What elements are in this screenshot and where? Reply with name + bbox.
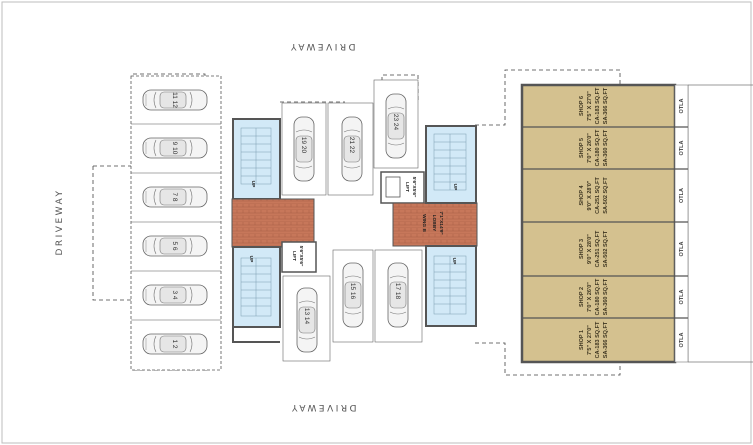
shop-saleable-area: SA-502 SQ.FT	[603, 230, 609, 267]
parking-number-17-18: 17 18	[394, 283, 401, 300]
wing-label: WING B	[421, 214, 427, 232]
shop-name: SHOP 2	[579, 287, 585, 307]
otla-label: OTLA	[679, 289, 685, 304]
shop-size: 7'0" X 26'0"	[587, 133, 593, 163]
shop-name: SHOP 5	[579, 138, 585, 158]
parking-number-1-2: 1 2	[171, 339, 178, 348]
otla-label: OTLA	[679, 241, 685, 256]
stair-up-label-3: UP	[452, 184, 458, 191]
lift-left-label: LIFT	[291, 251, 297, 261]
shop-size: 7'5" X 27'0"	[587, 91, 593, 121]
bottom-parking: 13 14 15 16 17 18	[282, 249, 423, 362]
otla-label: OTLA	[679, 332, 685, 347]
shop-carpet-area: CA-183 SQ.FT	[595, 321, 601, 358]
lobby-size: 7'1"X14'9"	[438, 211, 444, 234]
left-parking: 11 12 9 10 7 8 5 6 3 4 1 2	[130, 75, 222, 371]
shop-carpet-area: CA-183 SQ.FT	[595, 87, 601, 124]
parking-number-23-24: 23 24	[392, 114, 399, 131]
parking-number-15-16: 15 16	[349, 283, 356, 300]
driveway-label-top: DRIVEWAY	[288, 41, 355, 51]
shop-carpet-area: CA-251 SQ.FT	[595, 230, 601, 267]
shop-carpet-area: CA-180 SQ.FT	[595, 278, 601, 315]
parking-number-3-4: 3 4	[171, 290, 178, 299]
shop-saleable-area: SA-366 SQ.FT	[603, 321, 609, 358]
stair-up-label-4: UP	[451, 258, 457, 265]
shop-name: SHOP 4	[579, 185, 585, 206]
lobby-label: LOBBY	[431, 215, 437, 233]
shop-size: 9'0" X 28'0"	[587, 234, 593, 264]
shop-saleable-area: SA-360 SQ.FT	[603, 129, 609, 166]
parking-number-21-22: 21 22	[348, 137, 355, 154]
otla-label: OTLA	[679, 98, 685, 113]
parking-number-13-14: 13 14	[303, 308, 310, 325]
lift-right-size: 5'6"X5'6"	[411, 177, 417, 198]
parking-number-19-20: 19 20	[300, 137, 307, 154]
shop-name: SHOP 6	[579, 96, 585, 116]
shop-saleable-area: SA-366 SQ.FT	[603, 87, 609, 124]
shop-saleable-area: SA-502 SQ.FT	[603, 177, 609, 214]
shop-size: 7'0" X 26'0"	[587, 282, 593, 312]
otla-label: OTLA	[679, 188, 685, 203]
stair-up-label-1: UP	[250, 181, 256, 188]
shop-size: 9'0" X 28'0"	[587, 180, 593, 210]
top-parking: 19 20 21 22 23 24	[281, 79, 419, 196]
shop-carpet-area: CA-251 SQ.FT	[595, 177, 601, 214]
core-building: UP UP LIFT 5'6"X5'6" LIFT 5'6"X5'6" WING…	[231, 118, 478, 343]
shop-carpet-area: CA-180 SQ.FT	[595, 129, 601, 166]
lift-right-label: LIFT	[404, 182, 410, 192]
parking-number-9-10: 9 10	[171, 142, 178, 155]
shop-name: SHOP 1	[579, 330, 585, 350]
shop-name: SHOP 3	[579, 239, 585, 259]
driveway-label-bottom: DRIVEWAY	[289, 402, 356, 412]
shop-size: 7'5" X 27'0"	[587, 325, 593, 355]
parking-number-7-8: 7 8	[171, 192, 178, 201]
lift-left-size: 5'6"X5'6"	[298, 246, 304, 267]
stair-up-label-2: UP	[248, 256, 254, 263]
driveway-label-left: DRIVEWAY	[55, 188, 65, 255]
otla-label: OTLA	[679, 140, 685, 155]
parking-number-11-12: 11 12	[171, 92, 178, 108]
parking-number-5-6: 5 6	[171, 241, 178, 250]
shop-saleable-area: SA-360 SQ.FT	[603, 278, 609, 315]
